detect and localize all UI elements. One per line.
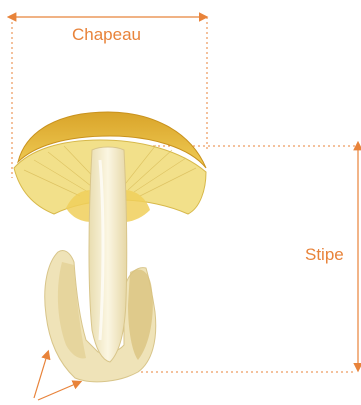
stem-label: Stipe	[305, 246, 344, 263]
volva-arrow-2	[38, 382, 80, 400]
volva-arrow-1	[34, 352, 48, 398]
cap-label: Chapeau	[72, 26, 141, 43]
mushroom-illustration	[14, 112, 206, 382]
stem-shape	[89, 147, 127, 362]
